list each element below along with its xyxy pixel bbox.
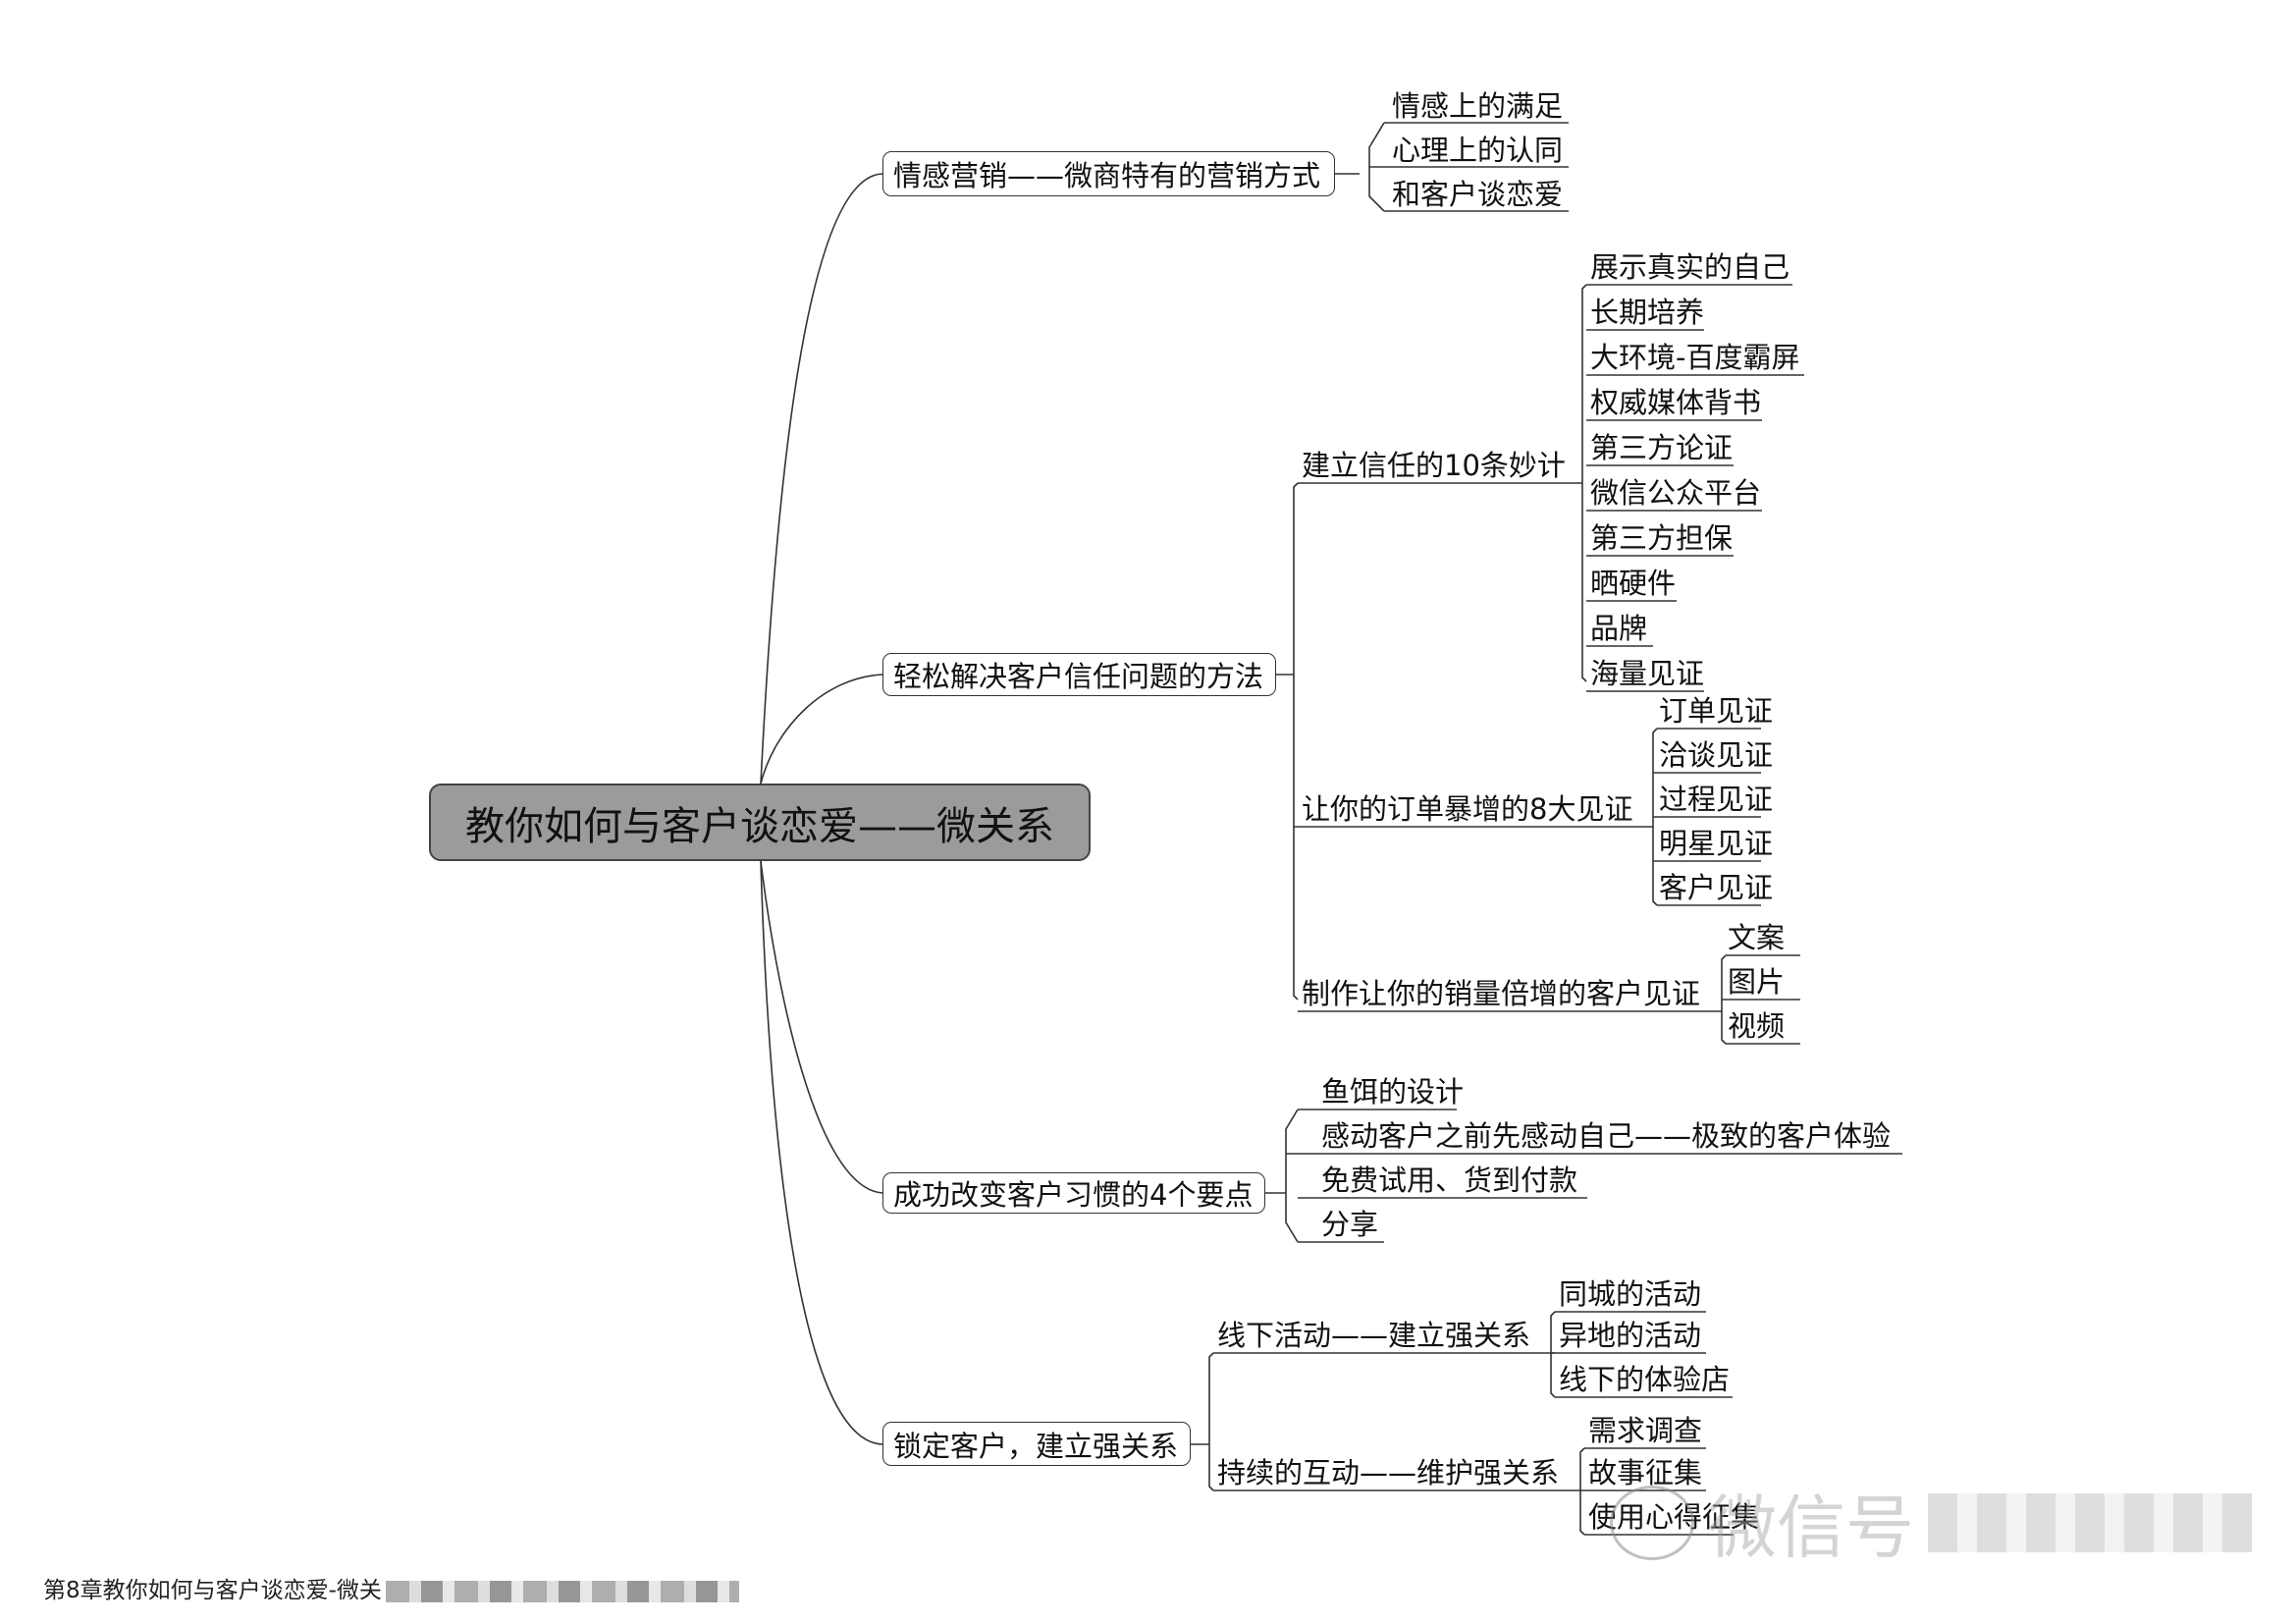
sub-branch-offline-activities[interactable]: 线下活动——建立强关系	[1217, 1319, 1531, 1352]
leaf-node[interactable]: 过程见证	[1659, 783, 1774, 816]
branch-emotional-marketing[interactable]: 情感营销——微商特有的营销方式	[882, 151, 1335, 196]
leaf-node[interactable]: 展示真实的自己	[1590, 250, 1790, 284]
leaf-node[interactable]: 异地的活动	[1559, 1319, 1702, 1352]
leaf-node[interactable]: 第三方担保	[1590, 521, 1734, 555]
leaf-node[interactable]: 文案	[1728, 921, 1786, 954]
branch-label: 成功改变客户习惯的4个要点	[893, 1178, 1254, 1212]
chat-bubble-icon	[1610, 1485, 1694, 1560]
leaf-node[interactable]: 微信公众平台	[1590, 476, 1762, 510]
sub-branch-customer-testimonials[interactable]: 制作让你的销量倍增的客户见证	[1302, 977, 1701, 1010]
leaf-node[interactable]: 故事征集	[1588, 1456, 1703, 1489]
leaf-node[interactable]: 权威媒体背书	[1590, 386, 1762, 419]
branch-label: 情感营销——微商特有的营销方式	[893, 159, 1321, 192]
central-topic-label: 教你如何与客户谈恋爱——微关系	[465, 803, 1054, 849]
leaf-node[interactable]: 长期培养	[1590, 296, 1705, 329]
caption-text: 第8章教你如何与客户谈恋爱-微关	[43, 1578, 382, 1603]
leaf-node[interactable]: 明星见证	[1659, 827, 1774, 860]
leaf-node[interactable]: 海量见证	[1590, 657, 1705, 690]
file-caption: 第8章教你如何与客户谈恋爱-微关	[43, 1571, 739, 1604]
leaf-node[interactable]: 感动客户之前先感动自己——极致的客户体验	[1321, 1119, 1892, 1153]
leaf-node[interactable]: 线下的体验店	[1559, 1363, 1731, 1396]
leaf-node[interactable]: 品牌	[1590, 612, 1648, 645]
blurred-id	[1928, 1492, 2252, 1552]
leaf-node[interactable]: 洽谈见证	[1659, 738, 1774, 772]
sub-branch-10-tips[interactable]: 建立信任的10条妙计	[1302, 449, 1566, 482]
leaf-node[interactable]: 分享	[1321, 1208, 1379, 1241]
leaf-node[interactable]: 晒硬件	[1590, 567, 1677, 600]
leaf-node[interactable]: 大环境-百度霸屏	[1590, 341, 1800, 374]
leaf-node[interactable]: 视频	[1728, 1009, 1786, 1043]
leaf-node[interactable]: 鱼饵的设计	[1321, 1075, 1465, 1109]
branch-trust-methods[interactable]: 轻松解决客户信任问题的方法	[882, 653, 1276, 696]
leaf-node[interactable]: 图片	[1728, 965, 1786, 999]
branch-label: 轻松解决客户信任问题的方法	[893, 660, 1264, 693]
sub-branch-continuous-interaction[interactable]: 持续的互动——维护强关系	[1217, 1456, 1560, 1489]
leaf-node[interactable]: 免费试用、货到付款	[1321, 1164, 1578, 1197]
branch-label: 锁定客户，建立强关系	[893, 1429, 1179, 1463]
leaf-node[interactable]: 情感上的满足	[1392, 89, 1564, 123]
leaf-node[interactable]: 客户见证	[1659, 871, 1774, 904]
leaf-node[interactable]: 订单见证	[1659, 694, 1774, 728]
central-topic[interactable]: 教你如何与客户谈恋爱——微关系	[429, 784, 1091, 861]
leaf-node[interactable]: 需求调查	[1588, 1414, 1703, 1447]
leaf-node[interactable]: 第三方论证	[1590, 431, 1734, 464]
leaf-node[interactable]: 心理上的认同	[1392, 134, 1564, 167]
leaf-node[interactable]: 同城的活动	[1559, 1277, 1702, 1311]
watermark: 微信号	[1610, 1473, 2252, 1572]
leaf-node[interactable]: 和客户谈恋爱	[1392, 178, 1564, 211]
blurred-region	[385, 1580, 739, 1602]
watermark-text: 微信号	[1708, 1488, 1914, 1568]
branch-change-habits[interactable]: 成功改变客户习惯的4个要点	[882, 1172, 1265, 1214]
branch-lock-customers[interactable]: 锁定客户，建立强关系	[882, 1422, 1191, 1466]
sub-branch-8-testimonials[interactable]: 让你的订单暴增的8大见证	[1302, 792, 1633, 826]
